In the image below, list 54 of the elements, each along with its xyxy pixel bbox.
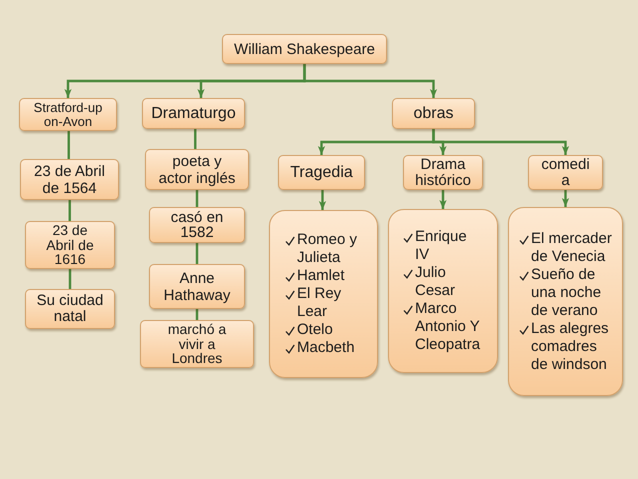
list-item-text: Macbeth (297, 339, 355, 357)
concept-box (25, 221, 115, 269)
connector-line (68, 269, 72, 289)
arrow (303, 64, 438, 98)
concept-label: 23 de Abril de 1616 (45, 223, 95, 267)
concept-box (528, 155, 603, 190)
concept-label: Su ciudad natal (36, 292, 104, 326)
concept-box (278, 155, 365, 190)
concept-label: obras (413, 104, 454, 122)
concept-label: Stratford-up on-Avon (32, 100, 104, 128)
list-item-text: Sueño de una noche de verano (531, 266, 602, 320)
arrow (439, 190, 447, 209)
list-item-text: El mercader de Venecia (531, 230, 613, 266)
concept-label: poeta y actor inglés (158, 152, 236, 186)
concept-label: comedi a (540, 157, 591, 188)
connector-line (194, 129, 196, 149)
concept-box (25, 289, 115, 329)
list-item-text: Otelo (297, 321, 333, 339)
concept-label: marchó a vivir a Londres (166, 322, 228, 366)
concept-box (403, 155, 483, 190)
concept-label: 23 de Abril de 1564 (33, 162, 106, 196)
concept-label: casó en 1582 (170, 210, 224, 240)
concept-label: Dramaturgo (151, 104, 236, 122)
arrow (432, 129, 570, 155)
connector-line (68, 200, 71, 221)
concept-box (20, 159, 119, 200)
concept-label: Anne Hathaway (162, 270, 232, 304)
concept-box (149, 207, 245, 243)
concept-box (140, 320, 254, 368)
list-item-text: Enrique IV (415, 228, 468, 264)
list-item-text: Marco Antonio Y Cleopatra (415, 300, 482, 354)
connector-line (196, 190, 198, 207)
concept-box (145, 149, 249, 190)
concept-box (19, 98, 117, 131)
list-item-text: Romeo y Julieta (297, 231, 358, 267)
list-item-text: Las alegres comadres de windson (531, 320, 610, 374)
connector-line (68, 131, 70, 159)
list-panel (508, 207, 623, 396)
list-item-text: El Rey Lear (297, 285, 342, 321)
concept-label: Tragedia (290, 164, 353, 182)
list-panel (388, 209, 498, 373)
concept-box (142, 98, 245, 129)
concept-label: William Shakespeare (234, 40, 375, 58)
arrow (318, 190, 326, 210)
arrow (562, 190, 570, 207)
list-panel (269, 210, 378, 378)
connector-line (196, 243, 198, 264)
concept-label: Drama histórico (414, 157, 472, 188)
list-item-text: Julio Cesar (415, 264, 456, 300)
concept-box (392, 98, 475, 129)
list-item-text: Hamlet (297, 267, 345, 285)
connector-line (196, 309, 198, 320)
concept-box (149, 264, 245, 309)
concept-box (222, 34, 387, 64)
